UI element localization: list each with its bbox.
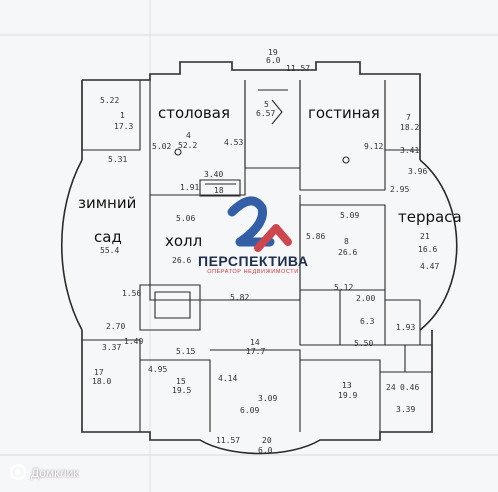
dimension-label: 1.91 bbox=[180, 183, 200, 192]
dimension-label: 1.93 bbox=[396, 323, 416, 332]
dimension-label: 4.14 bbox=[218, 374, 238, 383]
dimension-label: 5.09 bbox=[340, 211, 360, 220]
dimension-label: 5.50 bbox=[354, 339, 374, 348]
room-number: 7 bbox=[406, 113, 411, 122]
room-area: 6.0 bbox=[258, 446, 273, 455]
room-area: 26.6 bbox=[172, 256, 192, 265]
room-number: 1 bbox=[120, 111, 125, 120]
dimension-label: 1.56 bbox=[122, 289, 142, 298]
dimension-label: 5.02 bbox=[152, 142, 172, 151]
room-number: 19 bbox=[268, 48, 278, 57]
room-area: 16.6 bbox=[418, 245, 438, 254]
room-area: 52.2 bbox=[178, 141, 198, 150]
dimension-label: 3.40 bbox=[204, 170, 224, 179]
dimension-label: 5.15 bbox=[176, 347, 196, 356]
dimension-label: 3.09 bbox=[258, 394, 278, 403]
room-number: 4 bbox=[186, 131, 191, 140]
watermark: ПЕРСПЕКТИВА ОПЕРАТОР НЕДВИЖИМОСТИ bbox=[198, 195, 308, 275]
room-area: 55.4 bbox=[100, 246, 120, 255]
dimension-label: 4.95 bbox=[148, 365, 168, 374]
room-number: 13 bbox=[342, 381, 352, 390]
room-area: 19.9 bbox=[338, 391, 358, 400]
room-area: 17.7 bbox=[246, 347, 266, 356]
watermark-logo-icon bbox=[227, 196, 292, 252]
dimension-label: 3.96 bbox=[408, 167, 428, 176]
dimension-label: 5.06 bbox=[176, 214, 196, 223]
room-name: холл bbox=[165, 232, 203, 250]
dimension-label: 3.37 bbox=[102, 343, 122, 352]
room-name: зимний bbox=[78, 194, 137, 212]
corner-logo-text: Домклик bbox=[31, 466, 79, 480]
inner-walls bbox=[81, 80, 433, 432]
room-number: 5 bbox=[264, 100, 269, 109]
watermark-title: ПЕРСПЕКТИВА bbox=[198, 253, 309, 269]
dimension-label: 1.49 bbox=[124, 337, 144, 346]
dimension-label: 5.86 bbox=[306, 232, 326, 241]
dimension-label: 4.47 bbox=[420, 262, 440, 271]
dimension-label: 9.12 bbox=[364, 142, 384, 151]
outer-walls bbox=[60, 61, 458, 455]
dimension-label: 5.82 bbox=[230, 293, 250, 302]
room-number: 15 bbox=[176, 377, 186, 386]
room-name: сад bbox=[94, 228, 122, 246]
dimension-label: 11.57 bbox=[286, 64, 311, 73]
room-area: 18.0 bbox=[92, 377, 112, 386]
room-number: 17 bbox=[94, 368, 104, 377]
dimension-label: 11.57 bbox=[216, 436, 241, 445]
watermark-subtitle: ОПЕРАТОР НЕДВИЖИМОСТИ bbox=[207, 269, 299, 275]
corner-logo: Домклик bbox=[6, 466, 79, 480]
room-number: 18 bbox=[214, 186, 224, 195]
room-name: гостиная bbox=[308, 104, 380, 122]
dimension-label: 6.3 bbox=[360, 317, 375, 326]
room-area: 17.3 bbox=[114, 122, 134, 131]
room-name: столовая bbox=[158, 104, 230, 122]
dimension-label: 5.31 bbox=[108, 155, 128, 164]
dimension-label: 6.09 bbox=[240, 406, 260, 415]
dimension-label: 2.95 bbox=[390, 185, 410, 194]
dimension-label: 3.39 bbox=[396, 405, 416, 414]
room-number: 20 bbox=[262, 436, 272, 445]
dimension-label: 5.12 bbox=[334, 283, 354, 292]
dimension-label: 4.53 bbox=[224, 138, 244, 147]
room-area: 6.0 bbox=[266, 56, 281, 65]
room-name: терраса bbox=[398, 208, 462, 226]
room-number: 21 bbox=[420, 232, 430, 241]
room-area: 0.46 bbox=[400, 383, 420, 392]
room-number: 14 bbox=[250, 338, 260, 347]
room-area: 6.57 bbox=[256, 109, 276, 118]
dimension-label: 2.00 bbox=[356, 294, 376, 303]
room-number: 24 bbox=[386, 383, 396, 392]
room-area: 19.5 bbox=[172, 386, 192, 395]
room-area: 18.2 bbox=[400, 123, 420, 132]
dimension-label: 3.41 bbox=[400, 146, 420, 155]
dimension-label: 5.22 bbox=[100, 96, 120, 105]
room-area: 26.6 bbox=[338, 248, 358, 257]
room-number: 8 bbox=[344, 237, 349, 246]
dimension-label: 2.70 bbox=[106, 322, 126, 331]
domclick-logo-icon bbox=[10, 464, 26, 480]
